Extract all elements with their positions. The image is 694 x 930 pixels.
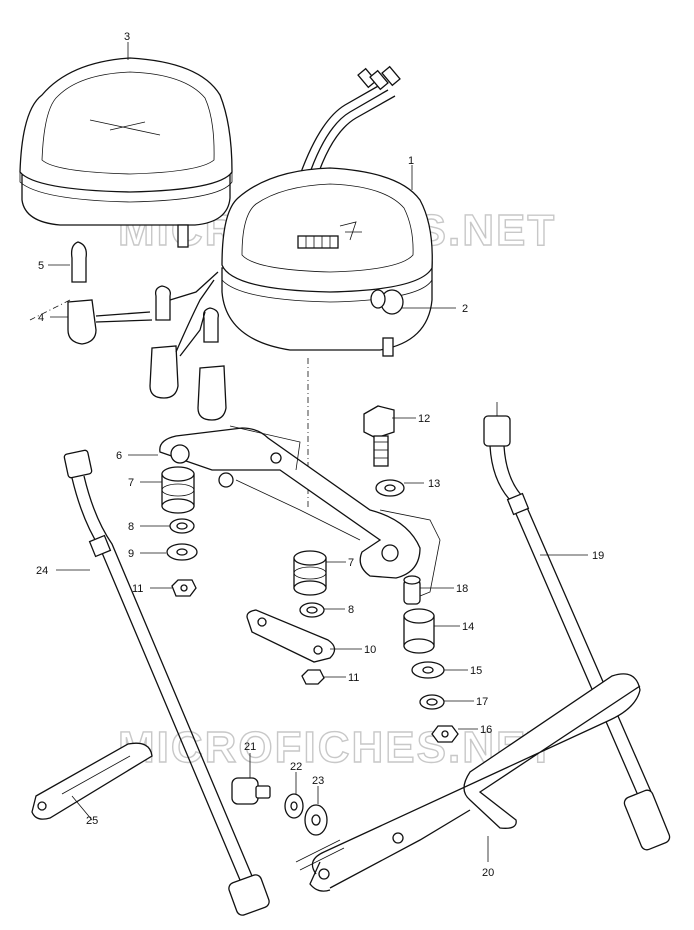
label-11-center: 11 bbox=[348, 672, 359, 684]
bolt-12 bbox=[363, 405, 395, 467]
label-10: 10 bbox=[364, 644, 376, 656]
bulbs-and-sockets-harness bbox=[149, 271, 227, 421]
label-3: 3 bbox=[124, 31, 130, 43]
washer-13-hole bbox=[384, 484, 396, 492]
label-17: 17 bbox=[476, 696, 488, 708]
label-5: 5 bbox=[38, 260, 44, 272]
label-22: 22 bbox=[290, 761, 302, 773]
label-16: 16 bbox=[480, 724, 492, 736]
label-20: 20 bbox=[482, 867, 494, 879]
washer-22 bbox=[284, 793, 304, 819]
label-23: 23 bbox=[312, 775, 324, 787]
label-11-left: 11 bbox=[132, 583, 143, 595]
label-21: 21 bbox=[244, 741, 256, 753]
label-13: 13 bbox=[428, 478, 440, 490]
meter-left bbox=[19, 57, 233, 248]
plate-10 bbox=[246, 609, 336, 663]
nut-11-left bbox=[171, 579, 197, 597]
bulb-and-socket-left bbox=[67, 241, 153, 345]
grommet-7-left bbox=[161, 466, 195, 514]
label-6: 6 bbox=[116, 450, 122, 462]
nut-16 bbox=[431, 725, 459, 743]
guide-line-2 bbox=[29, 299, 71, 321]
part-labels: 3 1 2 5 4 6 7 8 9 11 24 7 8 10 11 12 13 … bbox=[36, 31, 604, 879]
label-7-left: 7 bbox=[128, 477, 134, 489]
collar-18 bbox=[403, 575, 421, 605]
label-12: 12 bbox=[418, 413, 430, 425]
washer-8-left bbox=[169, 518, 195, 534]
washer-23 bbox=[304, 804, 328, 836]
label-4: 4 bbox=[38, 312, 44, 324]
meter-bracket bbox=[159, 425, 441, 597]
label-2: 2 bbox=[462, 303, 468, 315]
label-8-left: 8 bbox=[128, 521, 134, 533]
bolt-21 bbox=[231, 777, 271, 805]
grommet-7-center bbox=[293, 550, 327, 596]
label-9: 9 bbox=[128, 548, 134, 560]
meter-wires bbox=[299, 65, 401, 181]
cable-24 bbox=[63, 449, 270, 916]
leader-lines bbox=[48, 42, 588, 862]
grommet-14 bbox=[403, 608, 435, 654]
cable-19 bbox=[483, 402, 671, 851]
label-25: 25 bbox=[86, 815, 98, 827]
meter-right bbox=[221, 167, 433, 357]
cable-bracket-20 bbox=[295, 673, 641, 892]
label-24: 24 bbox=[36, 565, 48, 577]
label-19: 19 bbox=[592, 550, 604, 562]
washer-15 bbox=[411, 661, 445, 679]
label-15: 15 bbox=[470, 665, 482, 677]
label-14: 14 bbox=[462, 621, 474, 633]
washer-8-center bbox=[299, 602, 325, 618]
label-1: 1 bbox=[408, 155, 414, 167]
washer-17 bbox=[419, 694, 445, 710]
nut-11-center bbox=[301, 669, 325, 685]
cable-guide-25 bbox=[31, 742, 153, 820]
label-8-center: 8 bbox=[348, 604, 354, 616]
label-7-center: 7 bbox=[348, 557, 354, 569]
label-18: 18 bbox=[456, 583, 468, 595]
washer-9 bbox=[166, 543, 198, 561]
